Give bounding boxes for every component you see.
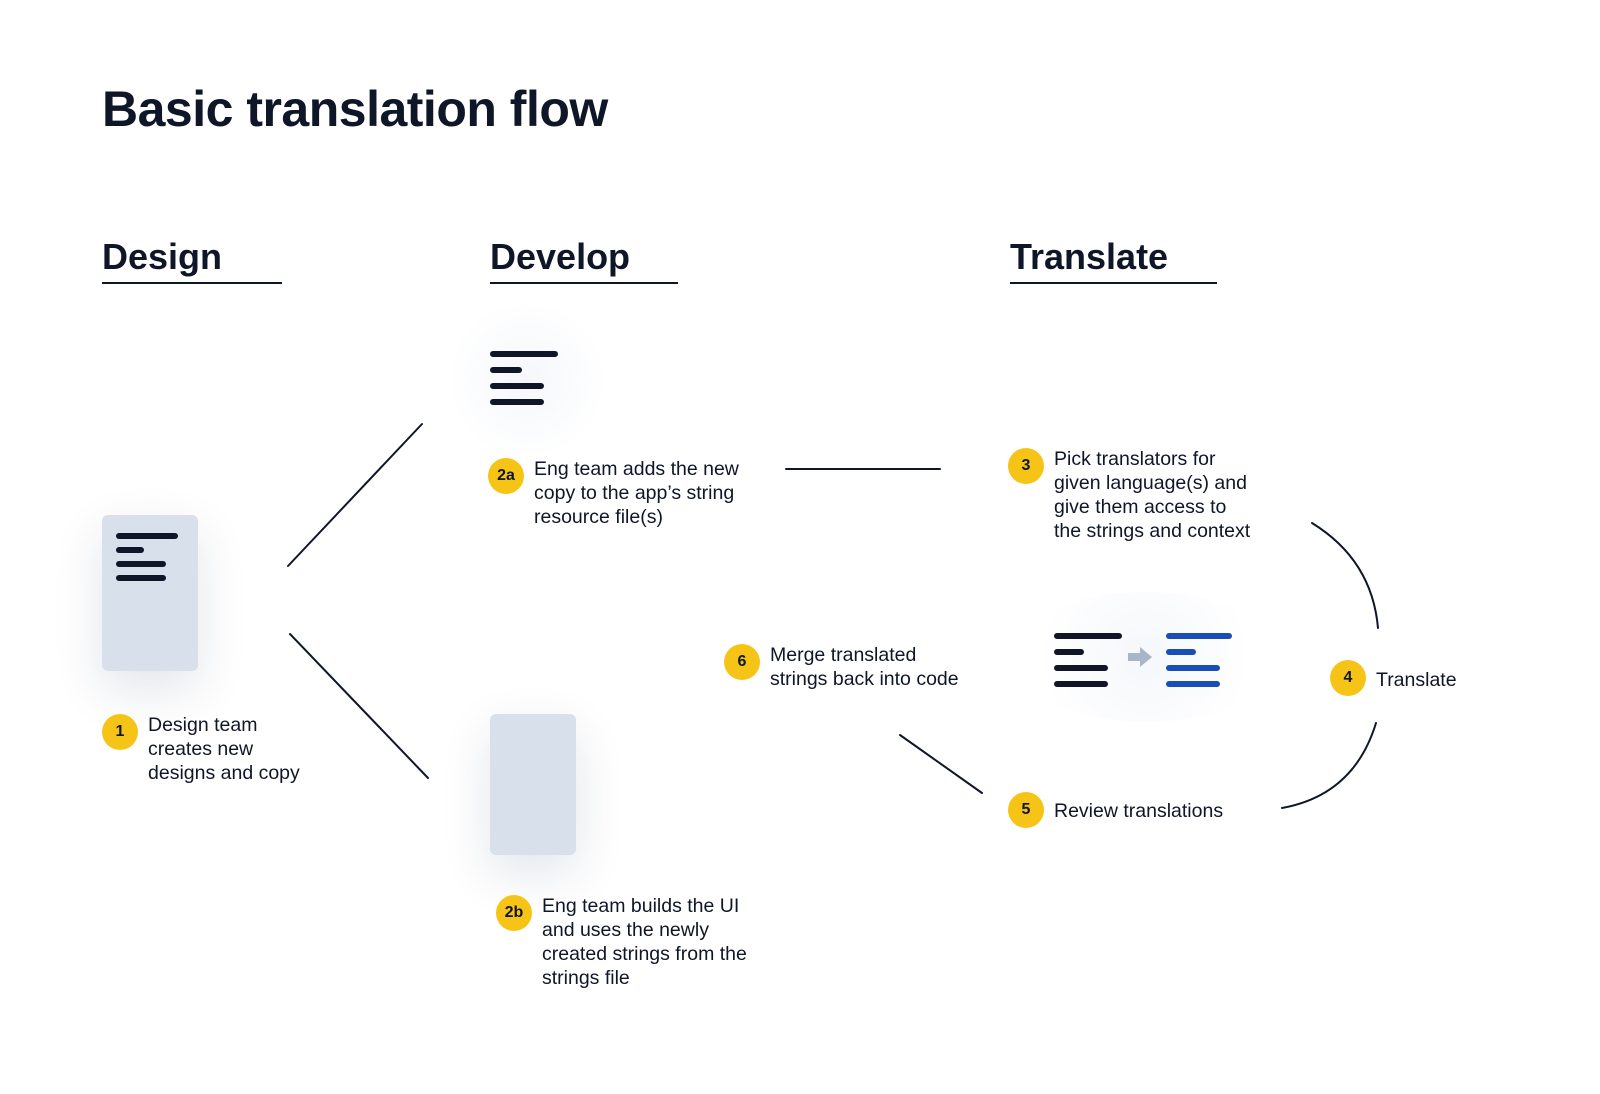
string-file-glow xyxy=(442,305,612,455)
column-heading-translate: Translate xyxy=(1010,236,1217,284)
step-3: 3 Pick translators for given language(s)… xyxy=(1008,448,1250,543)
step-badge: 3 xyxy=(1008,448,1044,484)
step-5: 5 Review translations xyxy=(1008,792,1223,828)
translated-text-lines-icon xyxy=(1166,633,1232,687)
column-heading-design: Design xyxy=(102,236,282,284)
document-icon xyxy=(102,515,198,671)
step-text: Merge translated strings back into code xyxy=(770,644,959,690)
screen-placeholder-icon xyxy=(490,714,576,855)
text-lines-icon xyxy=(116,533,178,581)
connector-design-to-develop-lower xyxy=(289,633,429,779)
step-text: Translate xyxy=(1376,669,1457,691)
step-badge: 6 xyxy=(724,644,760,680)
text-lines-icon xyxy=(1054,633,1122,687)
step-badge: 4 xyxy=(1330,660,1366,696)
step-text: Review translations xyxy=(1054,800,1224,822)
step-badge: 2a xyxy=(488,458,524,494)
connector-translate-to-review xyxy=(1281,722,1377,809)
step-2a: 2a Eng team adds the new copy to the app… xyxy=(488,458,739,529)
step-badge: 1 xyxy=(102,714,138,750)
step-badge: 2b xyxy=(496,895,532,931)
text-lines-icon xyxy=(490,351,558,405)
step-badge: 5 xyxy=(1008,792,1044,828)
step-2b: 2b Eng team builds the UI and uses the n… xyxy=(496,895,747,990)
arrow-right-icon xyxy=(1128,647,1152,667)
step-1: 1 Design team creates new designs and co… xyxy=(102,714,300,785)
connector-review-to-merge xyxy=(899,734,983,794)
column-heading-develop: Develop xyxy=(490,236,678,284)
page-title: Basic translation flow xyxy=(102,81,608,137)
step-6: 6 Merge translated strings back into cod… xyxy=(724,644,959,691)
step-text: Pick translators for given language(s) a… xyxy=(1054,448,1251,542)
connector-design-to-develop-upper xyxy=(287,423,423,567)
step-4: 4 Translate xyxy=(1330,660,1457,696)
step-text: Eng team builds the UI and uses the newl… xyxy=(542,895,747,989)
step-text: Eng team adds the new copy to the app’s … xyxy=(534,458,739,528)
step-text: Design team creates new designs and copy xyxy=(148,714,300,784)
connector-pick-to-translate xyxy=(1311,522,1379,629)
